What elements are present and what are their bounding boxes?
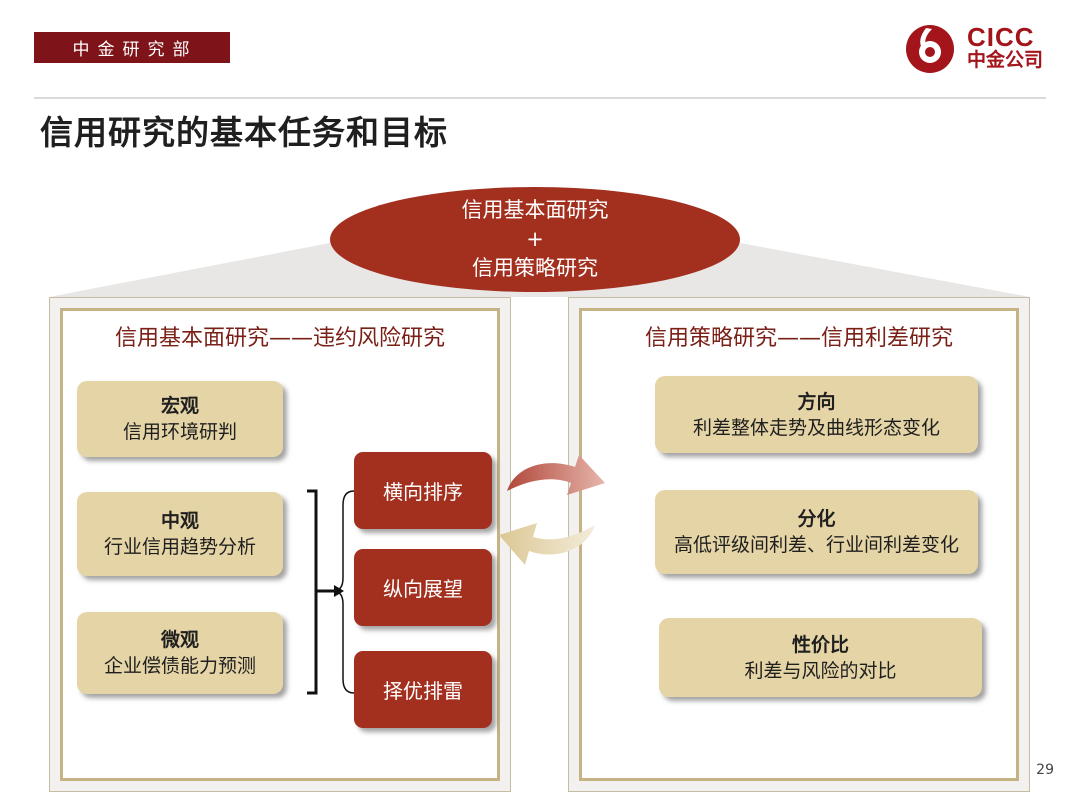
spread-direction-head: 方向 — [797, 390, 836, 413]
level-desc: 行业信用趋势分析 — [103, 536, 256, 558]
core-line-fundamental: 信用基本面研究 — [461, 198, 609, 222]
level-box-meso: 中观 行业信用趋势分析 — [77, 492, 283, 576]
logo-chinese-text: 中金公司 — [967, 49, 1044, 71]
cicc-logo-icon — [906, 25, 954, 73]
core-line-strategy: 信用策略研究 — [472, 256, 598, 280]
strategy-research-title: 信用策略研究——信用利差研究 — [644, 326, 953, 351]
output-box-horizontal-ranking: 横向排序 — [354, 452, 492, 529]
value-ratio-desc: 利差与风险的对比 — [744, 659, 897, 682]
spread-direction-box: 方向 利差整体走势及曲线形态变化 — [655, 376, 978, 453]
spread-divergence-desc: 高低评级间利差、行业间利差变化 — [673, 534, 959, 556]
core-line-plus: + — [526, 227, 544, 251]
page-title: 信用研究的基本任务和目标 — [40, 113, 448, 152]
level-head: 微观 — [160, 629, 199, 651]
cicc-logo: CICC 中金公司 — [905, 22, 1055, 78]
spread-direction-desc: 利差整体走势及曲线形态变化 — [692, 416, 940, 439]
level-desc: 信用环境研判 — [122, 421, 237, 443]
cycle-arrows-icon — [499, 455, 605, 565]
value-ratio-head: 性价比 — [791, 633, 849, 656]
level-head: 中观 — [160, 510, 199, 532]
logo-english-text: CICC — [967, 22, 1035, 52]
output-box-vertical-outlook: 纵向展望 — [354, 549, 492, 626]
value-ratio-box: 性价比 利差与风险的对比 — [659, 618, 982, 697]
department-tag: 中金研究部 — [34, 32, 230, 63]
spread-divergence-head: 分化 — [797, 508, 836, 530]
level-box-micro: 微观 企业偿债能力预测 — [77, 612, 283, 694]
header-divider — [34, 97, 1046, 99]
core-research-ellipse: 信用基本面研究 + 信用策略研究 — [330, 187, 740, 292]
level-head: 宏观 — [160, 395, 199, 417]
page-number: 29 — [1036, 762, 1054, 778]
level-desc: 企业偿债能力预测 — [103, 655, 256, 677]
spread-divergence-box: 分化 高低评级间利差、行业间利差变化 — [655, 490, 978, 574]
fundamental-research-title: 信用基本面研究——违约风险研究 — [114, 326, 445, 351]
level-box-macro: 宏观 信用环境研判 — [77, 381, 283, 457]
output-box-selection: 择优排雷 — [354, 651, 492, 728]
